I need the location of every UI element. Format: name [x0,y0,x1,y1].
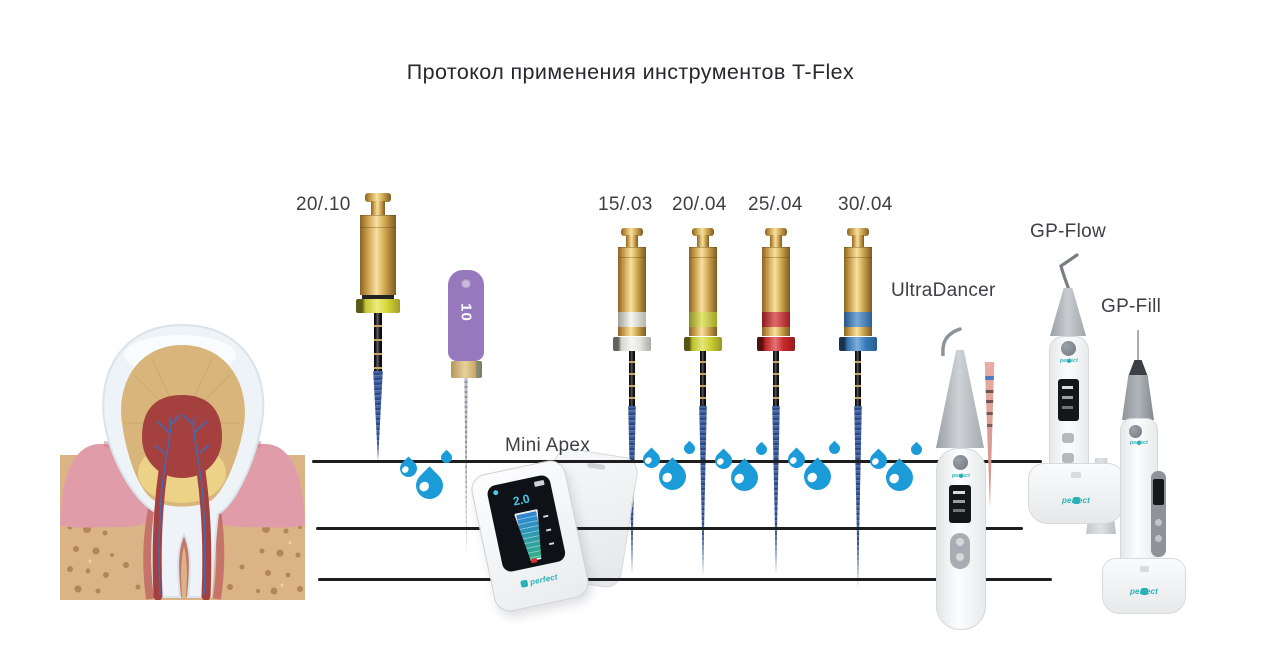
irrigation-drops-4 [784,440,843,499]
brand-wordmark: perfect [529,572,559,587]
file-spiral-tip [772,406,780,574]
irrigation-drops-3 [711,441,770,500]
file-spiral-tip [854,406,862,588]
ultrasonic-tip-icon [941,327,962,356]
file-handle [360,215,396,295]
tooth-illustration [60,303,305,601]
device-ultradancer: perfect [928,326,1008,630]
water-drop-icon [908,441,925,458]
mode-button [1062,433,1074,443]
file-shaft [629,351,635,406]
power-button [953,455,968,470]
irrigation-drops-2 [639,440,698,499]
file-size-label-30-04: 30/.04 [838,194,893,215]
file-handle [762,247,790,312]
handpiece-body: perfect [1120,418,1166,566]
hand-file-size-label: 10 [457,303,475,322]
device-gp-flow: perfect perfect [1028,250,1124,524]
file-shaft [773,351,779,406]
file-shaft [374,313,382,371]
water-drop-icon [438,449,455,466]
rotary-file-20-04 [673,228,733,593]
file-size-label-25-04: 25/.04 [748,194,803,215]
file-stopper [613,337,651,351]
hand-file-shaft [464,378,468,556]
file-spiral-tip [699,406,707,576]
gutta-percha-point [984,362,995,508]
button-panel [1151,471,1166,557]
file-stopper [757,337,795,351]
handpiece-body: perfect [936,448,986,630]
hand-file-handle: 10 [448,270,484,361]
rotary-file-25-04 [746,228,806,593]
charging-base: perfect [1102,558,1186,614]
button-panel [950,533,970,569]
page-title: Протокол применения инструментов T-Flex [406,60,855,84]
protocol-line-3 [318,578,1052,581]
water-drop-icon [639,447,664,472]
file-size-label-20-04: 20/.04 [672,194,727,215]
handpiece-screen [1058,379,1079,421]
tooth-cross-section-image [60,323,305,601]
battery-icon [533,479,545,487]
device-label-mini-apex: Mini Apex [505,435,591,456]
device-gp-fill: perfect perfect [1100,330,1186,614]
handpiece-cone [1050,288,1086,336]
file-shaft [855,351,861,406]
water-drop-icon [681,440,698,457]
irrigation-drops-1 [396,449,455,508]
rotary-file-30-04 [828,228,888,608]
device-label-ultradancer: UltraDancer [891,280,996,301]
hand-file-10: 10 [436,270,496,560]
apex-marker [530,558,538,564]
water-drop-icon [396,456,421,481]
rotary-file-20-10 [348,193,408,463]
water-drop-icon [866,448,891,473]
charging-base: perfect [1028,463,1124,524]
brand-icon [520,579,529,588]
handpiece-screen [949,485,971,523]
file-stopper [356,299,400,313]
power-button [1129,425,1142,438]
file-size-label-20-10: 20/.10 [296,194,351,215]
heated-tip [1128,360,1148,377]
irrigation-drops-5 [866,441,925,500]
file-shaft [700,351,706,406]
device-label-gp-fill: GP-Fill [1101,296,1162,317]
water-drop-icon [753,441,770,458]
mode-button [1155,519,1162,526]
handpiece-body: perfect [1049,336,1089,484]
water-drop-icon [784,447,809,472]
power-button [1061,341,1076,356]
handpiece-cone [936,350,984,448]
water-drop-icon [711,448,736,473]
file-handle [844,247,872,312]
apex-reading: 2.0 [511,491,531,509]
mini-apex-screen: 2.0 [485,473,567,574]
file-handle [618,247,646,312]
file-size-label-15-03: 15/.03 [598,194,653,215]
gp-flow-needle-icon [1059,253,1079,294]
handpiece-screen [1153,479,1164,505]
handle-hole [461,278,471,288]
file-handle [689,247,717,312]
file-cap [365,193,391,202]
handpiece-cone [1122,375,1154,420]
water-drop-icon [826,440,843,457]
hand-file-collar [451,361,482,378]
file-spiral-tip [373,371,383,461]
protocol-line-2 [316,527,1023,530]
temp-button [1155,535,1162,542]
file-stopper [684,337,722,351]
speed-button [1062,453,1074,463]
mode-icon [492,489,499,496]
file-stopper [839,337,877,351]
gp-fill-plugger-icon [1137,330,1139,362]
device-label-gp-flow: GP-Flow [1030,221,1106,242]
